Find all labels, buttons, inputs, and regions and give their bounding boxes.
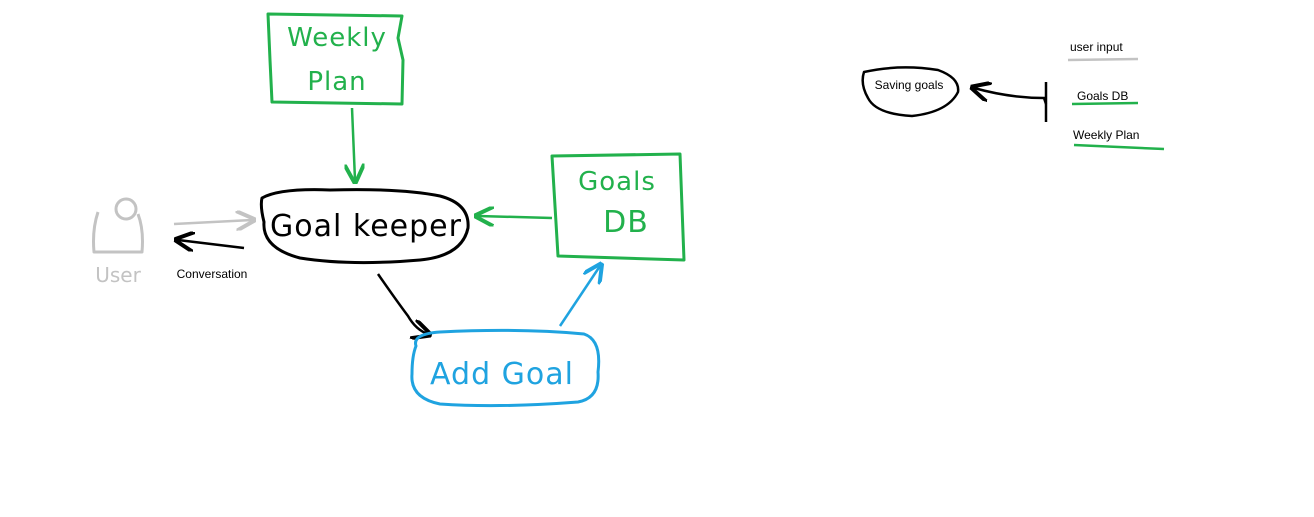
user-label: User xyxy=(95,263,141,287)
edge-user-input xyxy=(173,220,252,224)
legend-swatch-user-input xyxy=(1067,57,1139,62)
legend-swatch-weekly-plan xyxy=(1073,143,1165,151)
legend-item-label: Weekly Plan xyxy=(1073,128,1139,142)
weekly-plan-label-line2: Plan xyxy=(307,67,366,97)
edge-conversation xyxy=(178,240,245,248)
legend-saving-goals-label: Saving goals xyxy=(875,78,944,92)
goalkeeper-node: Goal keeper xyxy=(259,188,470,265)
goals-db-label-line1: Goals xyxy=(578,167,656,197)
weekly-plan-node: Weekly Plan xyxy=(266,12,405,106)
legend-item-label: Goals DB xyxy=(1077,89,1128,103)
add-goal-label: Add Goal xyxy=(430,357,574,392)
legend-connector-arrow xyxy=(974,88,1048,105)
edge-goalkeeper-to-add-goal xyxy=(376,273,428,334)
legend-item-weekly-plan: Weekly Plan xyxy=(1073,128,1165,151)
edge-add-goal-to-goals-db xyxy=(558,266,600,327)
legend-item-label: user input xyxy=(1070,40,1123,54)
user-icon: User xyxy=(92,197,144,287)
legend-swatch-goals-db xyxy=(1071,101,1139,106)
goalkeeper-label: Goal keeper xyxy=(270,209,462,244)
edge-goals-db-to-goalkeeper xyxy=(478,216,553,218)
legend-saving-goals-node: Saving goals xyxy=(861,66,960,118)
legend-item-goals-db: Goals DB xyxy=(1071,89,1139,106)
edge-weekly-plan-to-goalkeeper xyxy=(352,107,355,180)
weekly-plan-label-line1: Weekly xyxy=(287,23,387,53)
legend: Saving goals user input Goals DB Weekly … xyxy=(861,40,1165,151)
legend-item-user-input: user input xyxy=(1067,40,1139,62)
conversation-label: Conversation xyxy=(177,267,248,281)
goals-db-label-line2: DB xyxy=(603,205,649,240)
add-goal-node: Add Goal xyxy=(410,328,601,408)
goals-db-node: Goals DB xyxy=(550,152,686,262)
